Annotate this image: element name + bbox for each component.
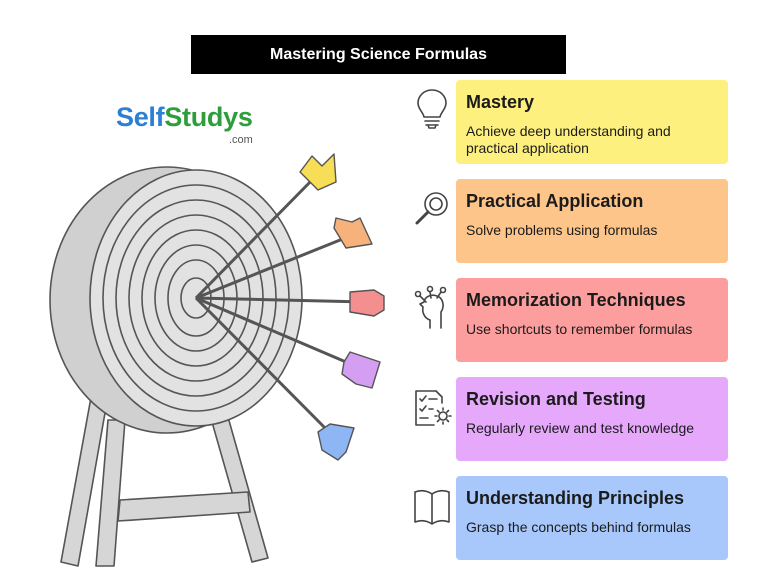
page-title: Mastering Science Formulas — [191, 35, 566, 74]
card-title: Mastery — [466, 92, 535, 112]
checklist-gear-icon — [415, 390, 452, 426]
archery-target-illustration — [49, 153, 385, 567]
arrow-yellow-fletching — [299, 153, 337, 191]
book-icon — [414, 489, 450, 525]
card-description: Grasp the concepts behind formulas — [466, 519, 691, 535]
card-practical-application: Practical Application Solve problems usi… — [456, 179, 728, 263]
stand-right-leg — [209, 409, 269, 563]
magnifier-icon — [415, 192, 448, 225]
selfstudys-logo: SelfStudys .com — [116, 102, 253, 146]
logo-studys-text: Studys — [164, 102, 253, 132]
logo-domain-text: .com — [229, 134, 253, 146]
arrow-orange-shaft — [195, 234, 351, 300]
card-revision-and-testing: Revision and Testing Regularly review an… — [456, 377, 728, 461]
arrow-purple-fletching — [341, 351, 381, 389]
card-understanding-principles: Understanding Principles Grasp the conce… — [456, 476, 728, 560]
arrow-blue-shaft — [194, 296, 337, 440]
card-description: Regularly review and test knowledge — [466, 420, 695, 436]
card-title: Memorization Techniques — [466, 290, 686, 310]
card-description: Use shortcuts to remember formulas — [466, 321, 693, 337]
card-description: Solve problems using formulas — [466, 222, 658, 238]
arrow-orange-fletching — [333, 217, 373, 249]
card-mastery: Mastery Achieve deep understanding and p… — [456, 80, 728, 164]
arrow-yellow-shaft — [194, 174, 318, 300]
card-title: Understanding Principles — [466, 488, 685, 508]
head-thinking-icon — [414, 285, 447, 329]
arrow-red-shaft — [195, 296, 367, 304]
logo-self-text: Self — [116, 102, 165, 132]
lightbulb-icon — [417, 89, 447, 129]
card-title: Revision and Testing — [466, 389, 646, 409]
card-title: Practical Application — [466, 191, 644, 211]
card-description: Achieve deep understanding and practical… — [466, 123, 671, 156]
stand-crossbar — [117, 491, 251, 522]
arrow-blue-fletching — [317, 423, 355, 461]
card-memorization-techniques: Memorization Techniques Use shortcuts to… — [456, 278, 728, 362]
arrow-red-fletching — [349, 289, 385, 317]
arrow-purple-shaft — [195, 296, 361, 370]
